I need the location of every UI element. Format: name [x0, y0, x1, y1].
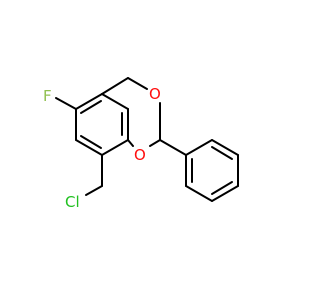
- bond-c4a-c4: [101, 77, 129, 95]
- bond-ph1-ph2: [185, 139, 213, 156]
- chlorine-atom-label: Cl: [65, 193, 80, 211]
- bond-ph5-ph6: [185, 185, 213, 202]
- double-bond-ph4-ph5: [211, 181, 233, 195]
- double-bond-c4a-c5: [80, 100, 102, 114]
- bond-c4-o3: [127, 77, 148, 90]
- fluorine-atom-label: F: [43, 87, 52, 105]
- bond-c2-phenyl: [159, 139, 187, 156]
- double-bond-c6-c7: [80, 135, 102, 149]
- bond-c4a-c5: [75, 93, 103, 110]
- dioxine-ring: [101, 77, 161, 147]
- bond-c6-fluorine: [55, 97, 77, 110]
- bond-ch2-chlorine: [85, 185, 103, 196]
- bond-ph4-ph5: [211, 185, 239, 202]
- bond-o1-c8a: [127, 139, 134, 147]
- molecule-structure-drawing: F O O Cl: [43, 77, 239, 211]
- oxygen-atom-label-ring-bottom: O: [134, 146, 146, 164]
- phenyl-ring: [185, 139, 239, 202]
- fused-benzene-ring: [75, 93, 129, 156]
- bond-ph2-ph3: [211, 139, 239, 156]
- bond-c6-c7: [75, 139, 103, 156]
- bond-c2-o1: [149, 139, 161, 147]
- double-bond-ph2-ph3: [211, 146, 233, 160]
- oxygen-atom-label-ring-top: O: [149, 85, 161, 103]
- bond-c7-c8: [101, 139, 129, 156]
- bond-c8a-c4a: [101, 93, 129, 110]
